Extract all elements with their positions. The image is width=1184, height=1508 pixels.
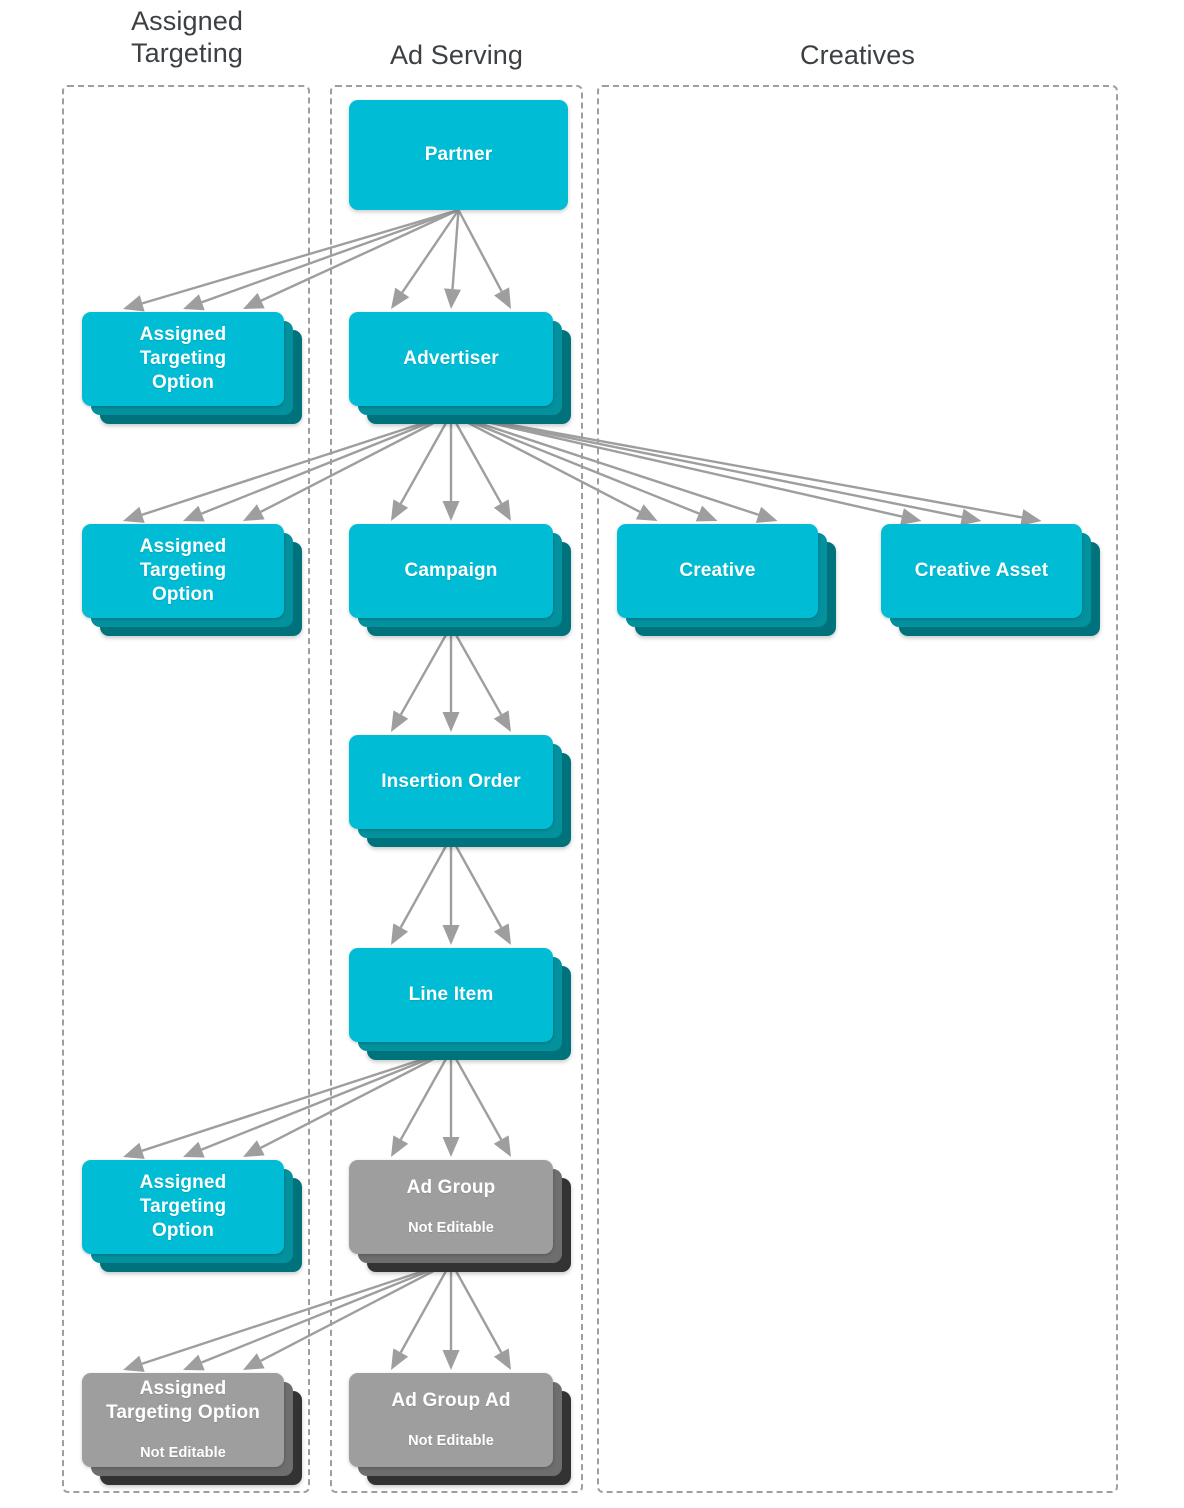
column-header-assigned-targeting: Assigned Targeting <box>131 6 243 68</box>
node-creative-asset[interactable]: Creative Asset <box>881 524 1100 636</box>
column-frame-creatives <box>597 85 1118 1493</box>
column-header-ad-serving: Ad Serving <box>389 40 524 70</box>
column-frame-assigned-targeting <box>62 85 310 1493</box>
node-subtitle: Not Editable <box>408 1220 494 1237</box>
node-insertion-order[interactable]: Insertion Order <box>349 735 571 847</box>
node-title: Campaign <box>404 559 498 581</box>
node-advertiser[interactable]: Advertiser <box>349 312 571 424</box>
node-title: Ad Group <box>406 1177 496 1199</box>
node-title: Ad Group Ad <box>391 1390 511 1412</box>
column-header-creatives: Creatives <box>800 40 915 70</box>
node-face-creative-asset[interactable]: Creative Asset <box>881 524 1082 618</box>
node-face-creative[interactable]: Creative <box>617 524 818 618</box>
node-face-ad-group-ad[interactable]: Ad Group Ad Not Editable <box>349 1373 553 1467</box>
node-line-item[interactable]: Line Item <box>349 948 571 1060</box>
node-title: Creative <box>679 559 756 581</box>
column-frame-ad-serving <box>330 85 583 1493</box>
node-face-line-item[interactable]: Line Item <box>349 948 553 1042</box>
node-face-insertion-order[interactable]: Insertion Order <box>349 735 553 829</box>
node-face-campaign[interactable]: Campaign <box>349 524 553 618</box>
node-title: Advertiser <box>403 347 499 369</box>
node-title: Creative Asset <box>914 559 1049 581</box>
node-face-advertiser[interactable]: Advertiser <box>349 312 553 406</box>
node-campaign[interactable]: Campaign <box>349 524 571 636</box>
node-partner[interactable]: Partner <box>349 100 568 210</box>
node-title: Insertion Order <box>381 770 521 792</box>
node-title: Partner <box>424 143 493 165</box>
node-ad-group-ad[interactable]: Ad Group Ad Not Editable <box>349 1373 571 1485</box>
node-creative[interactable]: Creative <box>617 524 836 636</box>
node-title: Line Item <box>408 983 494 1005</box>
node-face-partner[interactable]: Partner <box>349 100 568 210</box>
node-subtitle: Not Editable <box>408 1433 494 1450</box>
node-subtitle: Not Editable <box>140 1445 226 1462</box>
